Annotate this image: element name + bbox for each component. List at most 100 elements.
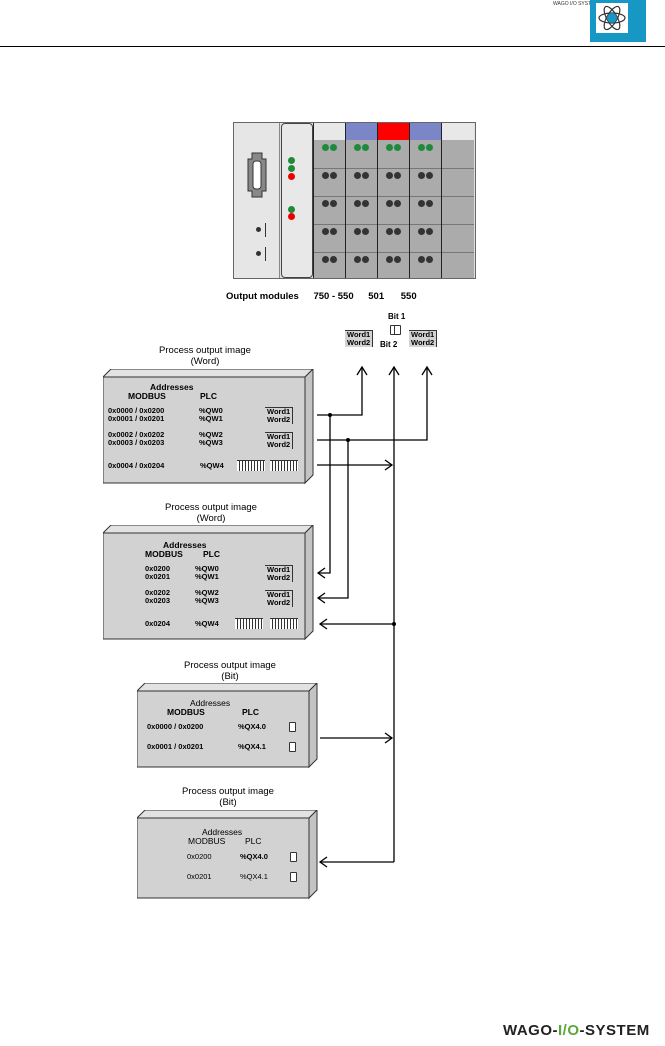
modbus-address: 0x0000 / 0x0200 0x0001 / 0x0201 [108, 406, 165, 423]
module-row-divider [410, 168, 442, 169]
image2-title: Process output image (Word) [126, 502, 296, 524]
terminal-point [426, 200, 433, 207]
plc-heading: PLC [245, 836, 262, 846]
header-divider [0, 46, 665, 47]
arrow-right-icon [384, 459, 394, 471]
status-led-green [354, 144, 361, 151]
module-header [346, 123, 378, 140]
terminal-point [362, 200, 369, 207]
modules-prefix: Output modules [226, 291, 299, 302]
bit1-label: Bit 1 [388, 312, 406, 321]
module-row-divider [410, 196, 442, 197]
image1-title: Process output image (Word) [120, 345, 290, 367]
arrow-left-icon [316, 567, 326, 579]
plc-address: %QW0 %QW1 [199, 406, 223, 423]
module-row-divider [346, 168, 378, 169]
modbus-heading: MODBUS [128, 391, 166, 401]
module-header [378, 123, 410, 140]
modbus-address: 0x0200 [187, 852, 212, 861]
terminal-point [362, 228, 369, 235]
arrow-left-icon [318, 618, 328, 630]
io-module [409, 123, 442, 278]
plc-address: %QW2 %QW3 [199, 430, 223, 447]
status-led-green [426, 144, 433, 151]
io-module [345, 123, 378, 278]
terminal-point [362, 172, 369, 179]
module-row-divider [346, 224, 378, 225]
plc-address: %QX4.1 [240, 872, 268, 881]
coupler-status-panel [281, 123, 313, 278]
header-logo [590, 0, 646, 42]
module-label: 550 [400, 291, 417, 302]
terminal-point [322, 228, 329, 235]
terminal-point [354, 172, 361, 179]
modbus-address: 0x0200 0x0201 [145, 564, 171, 581]
module-row-divider [378, 168, 410, 169]
bit-glyph-icon [394, 325, 401, 335]
arrow-left-icon [318, 856, 328, 868]
junction-dot [328, 413, 332, 417]
image4-title: Process output image (Bit) [158, 786, 298, 808]
bit-glyph-icon [289, 742, 296, 752]
module-row-divider [346, 196, 378, 197]
status-led-green [386, 144, 393, 151]
word-tag: Word1 Word2 [265, 590, 294, 607]
bits-glyph [237, 460, 265, 471]
wire-word-left [317, 368, 363, 416]
modbus-address: 0x0204 [145, 619, 171, 628]
service-led [256, 227, 261, 232]
terminal-point [354, 200, 361, 207]
terminal-point [426, 172, 433, 179]
plc-address: %QW4 [195, 619, 219, 628]
wire-branch-2 [318, 440, 349, 599]
module-row-divider [314, 196, 346, 197]
terminal-point [330, 228, 337, 235]
word-tag-left: Word1 Word2 [345, 330, 374, 347]
plc-heading: PLC [200, 391, 217, 401]
terminal-point [426, 256, 433, 263]
terminal-point [394, 228, 401, 235]
module-row-divider [346, 252, 378, 253]
status-led-green [418, 144, 425, 151]
output-modules-label: Output modules 750 - 550 501 550 [226, 291, 417, 302]
terminal-point [330, 172, 337, 179]
wire-branch-1 [318, 415, 331, 574]
module-row-divider [378, 224, 410, 225]
image3-box: Addresses MODBUS PLC 0x0000 / 0x0200 %QX… [137, 683, 318, 769]
module-row-divider [314, 224, 346, 225]
bit-glyph-icon [290, 872, 297, 882]
title-text: Process output image [165, 502, 257, 513]
terminal-point [418, 200, 425, 207]
io-module [313, 123, 346, 278]
junction-dot [346, 438, 350, 442]
service-led [256, 251, 261, 256]
title-text: Process output image [159, 345, 251, 356]
plc-address: %QX4.0 [240, 852, 268, 861]
status-led-green [394, 144, 401, 151]
module-row-divider [442, 224, 474, 225]
modbus-heading: MODBUS [167, 707, 205, 717]
terminal-point [330, 200, 337, 207]
status-led-green [288, 165, 295, 172]
module-row-divider [442, 252, 474, 253]
image3-title: Process output image (Bit) [160, 660, 300, 682]
plc-address: %QX4.1 [238, 742, 266, 751]
footer-brand: WAGO-I/O-SYSTEM [503, 1022, 650, 1039]
modbus-address: 0x0001 / 0x0201 [147, 742, 204, 751]
plc-heading: PLC [242, 707, 259, 717]
plc-address: %QW2 %QW3 [195, 588, 219, 605]
terminal-point [418, 256, 425, 263]
plc-heading: PLC [203, 549, 220, 559]
image2-box: Addresses MODBUS PLC 0x0200 0x0201 %QW0 … [103, 525, 314, 641]
subtitle-text: (Word) [196, 513, 226, 524]
terminal-point [322, 172, 329, 179]
module-header [314, 123, 346, 140]
bits-glyph [270, 460, 298, 471]
coupler-connector-panel [234, 123, 280, 278]
terminal-point [322, 200, 329, 207]
module-header [442, 123, 474, 140]
arrow-up-icon [388, 365, 400, 376]
addresses-heading: Addresses [190, 698, 231, 708]
subtitle-text: (Bit) [219, 797, 237, 808]
